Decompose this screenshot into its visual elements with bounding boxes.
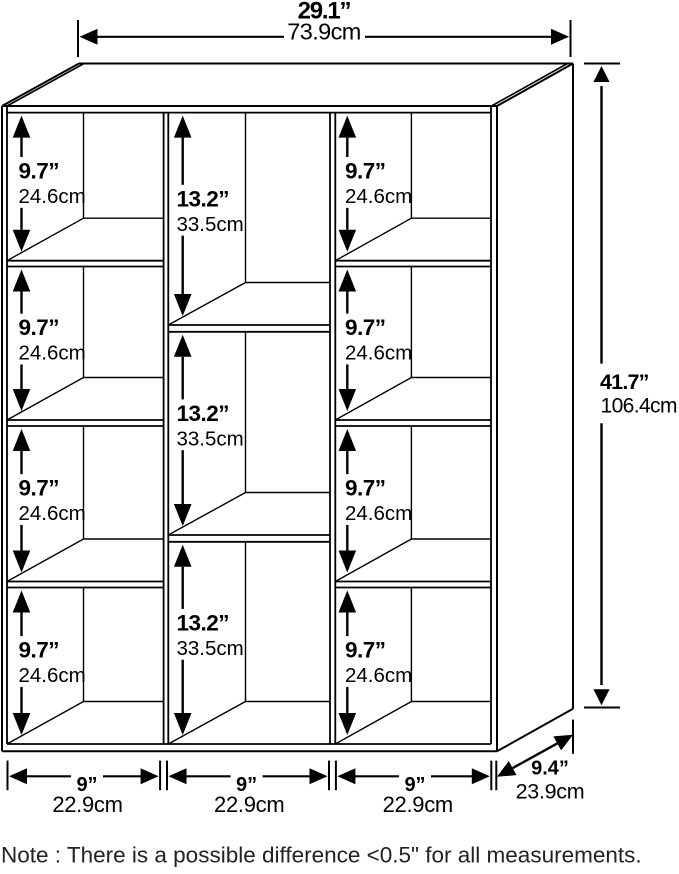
svg-text:33.5cm: 33.5cm xyxy=(177,637,244,660)
svg-text:24.6cm: 24.6cm xyxy=(19,502,86,525)
svg-text:24.6cm: 24.6cm xyxy=(19,185,86,208)
svg-text:Note : There is a possible dif: Note : There is a possible difference <0… xyxy=(1,843,642,868)
svg-text:33.5cm: 33.5cm xyxy=(177,213,244,236)
svg-text:9”: 9” xyxy=(404,774,425,796)
svg-text:22.9cm: 22.9cm xyxy=(214,792,284,817)
svg-text:23.9cm: 23.9cm xyxy=(516,779,585,803)
svg-text:13.2”: 13.2” xyxy=(177,610,230,635)
svg-text:13.2”: 13.2” xyxy=(177,401,230,426)
svg-text:24.6cm: 24.6cm xyxy=(19,342,86,365)
svg-text:29.1”: 29.1” xyxy=(298,0,351,25)
svg-text:33.5cm: 33.5cm xyxy=(177,427,244,450)
svg-text:24.6cm: 24.6cm xyxy=(345,342,412,365)
svg-text:13.2”: 13.2” xyxy=(177,186,230,211)
svg-text:9.7”: 9.7” xyxy=(345,159,386,184)
svg-text:41.7”: 41.7” xyxy=(600,370,649,394)
svg-text:24.6cm: 24.6cm xyxy=(19,664,86,687)
svg-text:9”: 9” xyxy=(236,774,257,796)
svg-text:73.9cm: 73.9cm xyxy=(287,19,360,45)
svg-text:9.7”: 9.7” xyxy=(19,476,60,501)
svg-text:9.7”: 9.7” xyxy=(345,315,386,340)
svg-text:9.7”: 9.7” xyxy=(19,638,60,663)
svg-text:9.7”: 9.7” xyxy=(19,315,60,340)
svg-text:106.4cm: 106.4cm xyxy=(601,394,677,417)
svg-text:22.9cm: 22.9cm xyxy=(383,792,453,817)
svg-text:24.6cm: 24.6cm xyxy=(345,664,412,687)
svg-text:9”: 9” xyxy=(76,774,97,796)
svg-text:9.4”: 9.4” xyxy=(531,757,569,779)
svg-text:24.6cm: 24.6cm xyxy=(345,502,412,525)
svg-text:24.6cm: 24.6cm xyxy=(345,185,412,208)
svg-text:9.7”: 9.7” xyxy=(345,476,386,501)
svg-text:9.7”: 9.7” xyxy=(19,159,60,184)
svg-text:9.7”: 9.7” xyxy=(345,638,386,663)
svg-text:22.9cm: 22.9cm xyxy=(52,792,122,817)
